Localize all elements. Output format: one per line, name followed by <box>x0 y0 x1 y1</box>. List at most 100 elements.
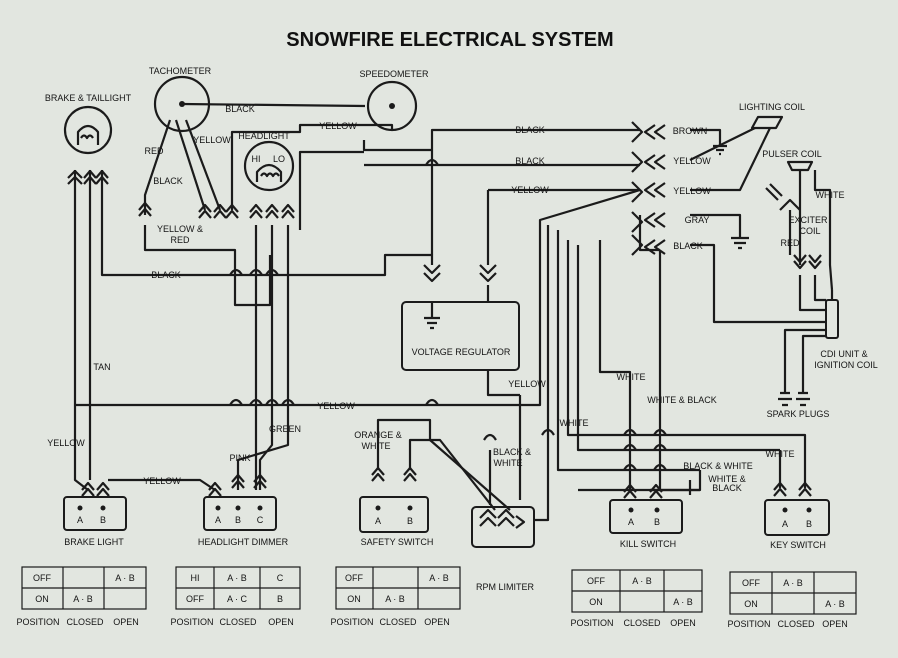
terminal-label: A <box>375 516 381 526</box>
kill-switch: A B KILL SWITCH <box>609 499 683 549</box>
cdi-label-2: IGNITION COIL <box>814 360 878 370</box>
rpm-limiter-box <box>471 506 535 548</box>
table-cell: OFF <box>33 573 51 583</box>
wire-label: BLACK <box>515 156 545 166</box>
headlight-dimmer-switch: A B C HEADLIGHT DIMMER <box>198 496 289 547</box>
spark-plugs-label: SPARK PLUGS <box>767 409 830 419</box>
wire-label: YELLOW <box>508 379 546 389</box>
connector-chevrons <box>67 121 822 529</box>
terminal-label: B <box>654 517 660 527</box>
table-footer: CLOSED <box>623 618 661 628</box>
headlight-label: HEADLIGHT <box>238 131 290 141</box>
table-footer: OPEN <box>424 617 450 627</box>
wire-label: YELLOW <box>673 186 711 196</box>
switch-name: BRAKE LIGHT <box>64 537 124 547</box>
table-cell: A · C <box>227 594 248 604</box>
wire-network <box>73 102 834 522</box>
terminal-label: C <box>257 515 264 525</box>
wire-label: RED <box>780 238 800 248</box>
key-switch: A B KEY SWITCH <box>764 499 830 550</box>
switch-name: KILL SWITCH <box>620 539 676 549</box>
switch-name: HEADLIGHT DIMMER <box>198 537 289 547</box>
table-footer: POSITION <box>330 617 373 627</box>
safety-switch: A B SAFETY SWITCH <box>359 496 433 547</box>
table-cell: ON <box>589 597 603 607</box>
switch-position-table: HI A · B C OFF A · C B POSITION CLOSED O… <box>170 566 301 627</box>
wire-label: YELLOW <box>143 476 181 486</box>
wire-label: RED <box>144 146 164 156</box>
wire-label: WHITE & <box>708 474 746 484</box>
wire-label: WHITE <box>766 449 795 459</box>
table-cell: C <box>277 573 284 583</box>
table-cell: ON <box>35 594 49 604</box>
terminal-label: A <box>782 519 788 529</box>
lighting-coil-label: LIGHTING COIL <box>739 102 805 112</box>
wire-label: WHITE <box>362 441 391 451</box>
table-footer: OPEN <box>113 617 139 627</box>
pulser-coil <box>765 160 814 211</box>
switch-name: KEY SWITCH <box>770 540 826 550</box>
headlight-lamp <box>243 140 295 192</box>
table-footer: CLOSED <box>219 617 257 627</box>
table-cell: ON <box>347 594 361 604</box>
wire-label: PINK <box>229 453 250 463</box>
switch-position-table: OFF A · B ON A · B POSITION CLOSED OPEN <box>570 569 703 628</box>
wire-label: BLACK <box>225 104 255 114</box>
wire-label: YELLOW <box>319 121 357 131</box>
regulator-ground-icon <box>424 302 440 330</box>
wire-label: YELLOW <box>317 401 355 411</box>
table-cell: A · B <box>429 573 449 583</box>
wire-label: BLACK & WHITE <box>683 461 753 471</box>
table-cell: OFF <box>345 573 363 583</box>
exciter-coil-label-1: EXCITER <box>788 215 828 225</box>
wire-label: WHITE & BLACK <box>647 395 717 405</box>
wire-label: BLACK <box>153 176 183 186</box>
wire-label: GRAY <box>685 215 710 225</box>
table-footer: POSITION <box>727 619 770 629</box>
table-cell: A · B <box>385 594 405 604</box>
terminal-label: A <box>628 517 634 527</box>
table-cell: HI <box>191 573 200 583</box>
wire-label: YELLOW <box>47 438 85 448</box>
wire-label: WHITE <box>494 458 523 468</box>
wire-label: YELLOW & <box>157 224 203 234</box>
table-cell: A · B <box>227 573 247 583</box>
table-cell: A · B <box>115 573 135 583</box>
wire-label: YELLOW <box>193 135 231 145</box>
wire-label: BROWN <box>673 126 708 136</box>
wire-label: ORANGE & <box>354 430 402 440</box>
wire-crossovers <box>229 158 667 471</box>
pulser-coil-label: PULSER COIL <box>762 149 822 159</box>
table-cell: A · B <box>825 599 845 609</box>
table-footer: CLOSED <box>777 619 815 629</box>
wire-label: WHITE <box>617 372 646 382</box>
table-footer: CLOSED <box>66 617 104 627</box>
table-cell: A · B <box>632 576 652 586</box>
table-footer: OPEN <box>822 619 848 629</box>
wire-label: WHITE <box>816 190 845 200</box>
voltage-regulator-box <box>401 301 520 371</box>
table-cell: OFF <box>186 594 204 604</box>
wire-label: YELLOW <box>673 156 711 166</box>
wire-label: RED <box>170 235 190 245</box>
speedometer-label: SPEEDOMETER <box>359 69 429 79</box>
wire-label: BLACK <box>712 483 742 493</box>
terminal-label: B <box>235 515 241 525</box>
headlight-hi-label: HI <box>252 154 261 164</box>
switch-position-table: OFF A · B ON A · B POSITION CLOSED OPEN <box>727 571 857 629</box>
terminal-label: A <box>77 515 83 525</box>
wire-label: BLACK <box>151 270 181 280</box>
table-footer: CLOSED <box>379 617 417 627</box>
table-footer: OPEN <box>268 617 294 627</box>
brake-taillight-label: BRAKE & TAILLIGHT <box>45 93 132 103</box>
rpm-limiter-label: RPM LIMITER <box>476 582 535 592</box>
table-cell: B <box>277 594 283 604</box>
brake-taillight-lamp <box>63 105 113 155</box>
cdi-label-1: CDI UNIT & <box>820 349 867 359</box>
speedometer-gauge <box>366 80 418 132</box>
switch-position-table: OFF A · B ON A · B POSITION CLOSED OPEN <box>330 566 461 627</box>
terminal-label: A <box>215 515 221 525</box>
wire-label: BLACK <box>673 241 703 251</box>
table-footer: OPEN <box>670 618 696 628</box>
